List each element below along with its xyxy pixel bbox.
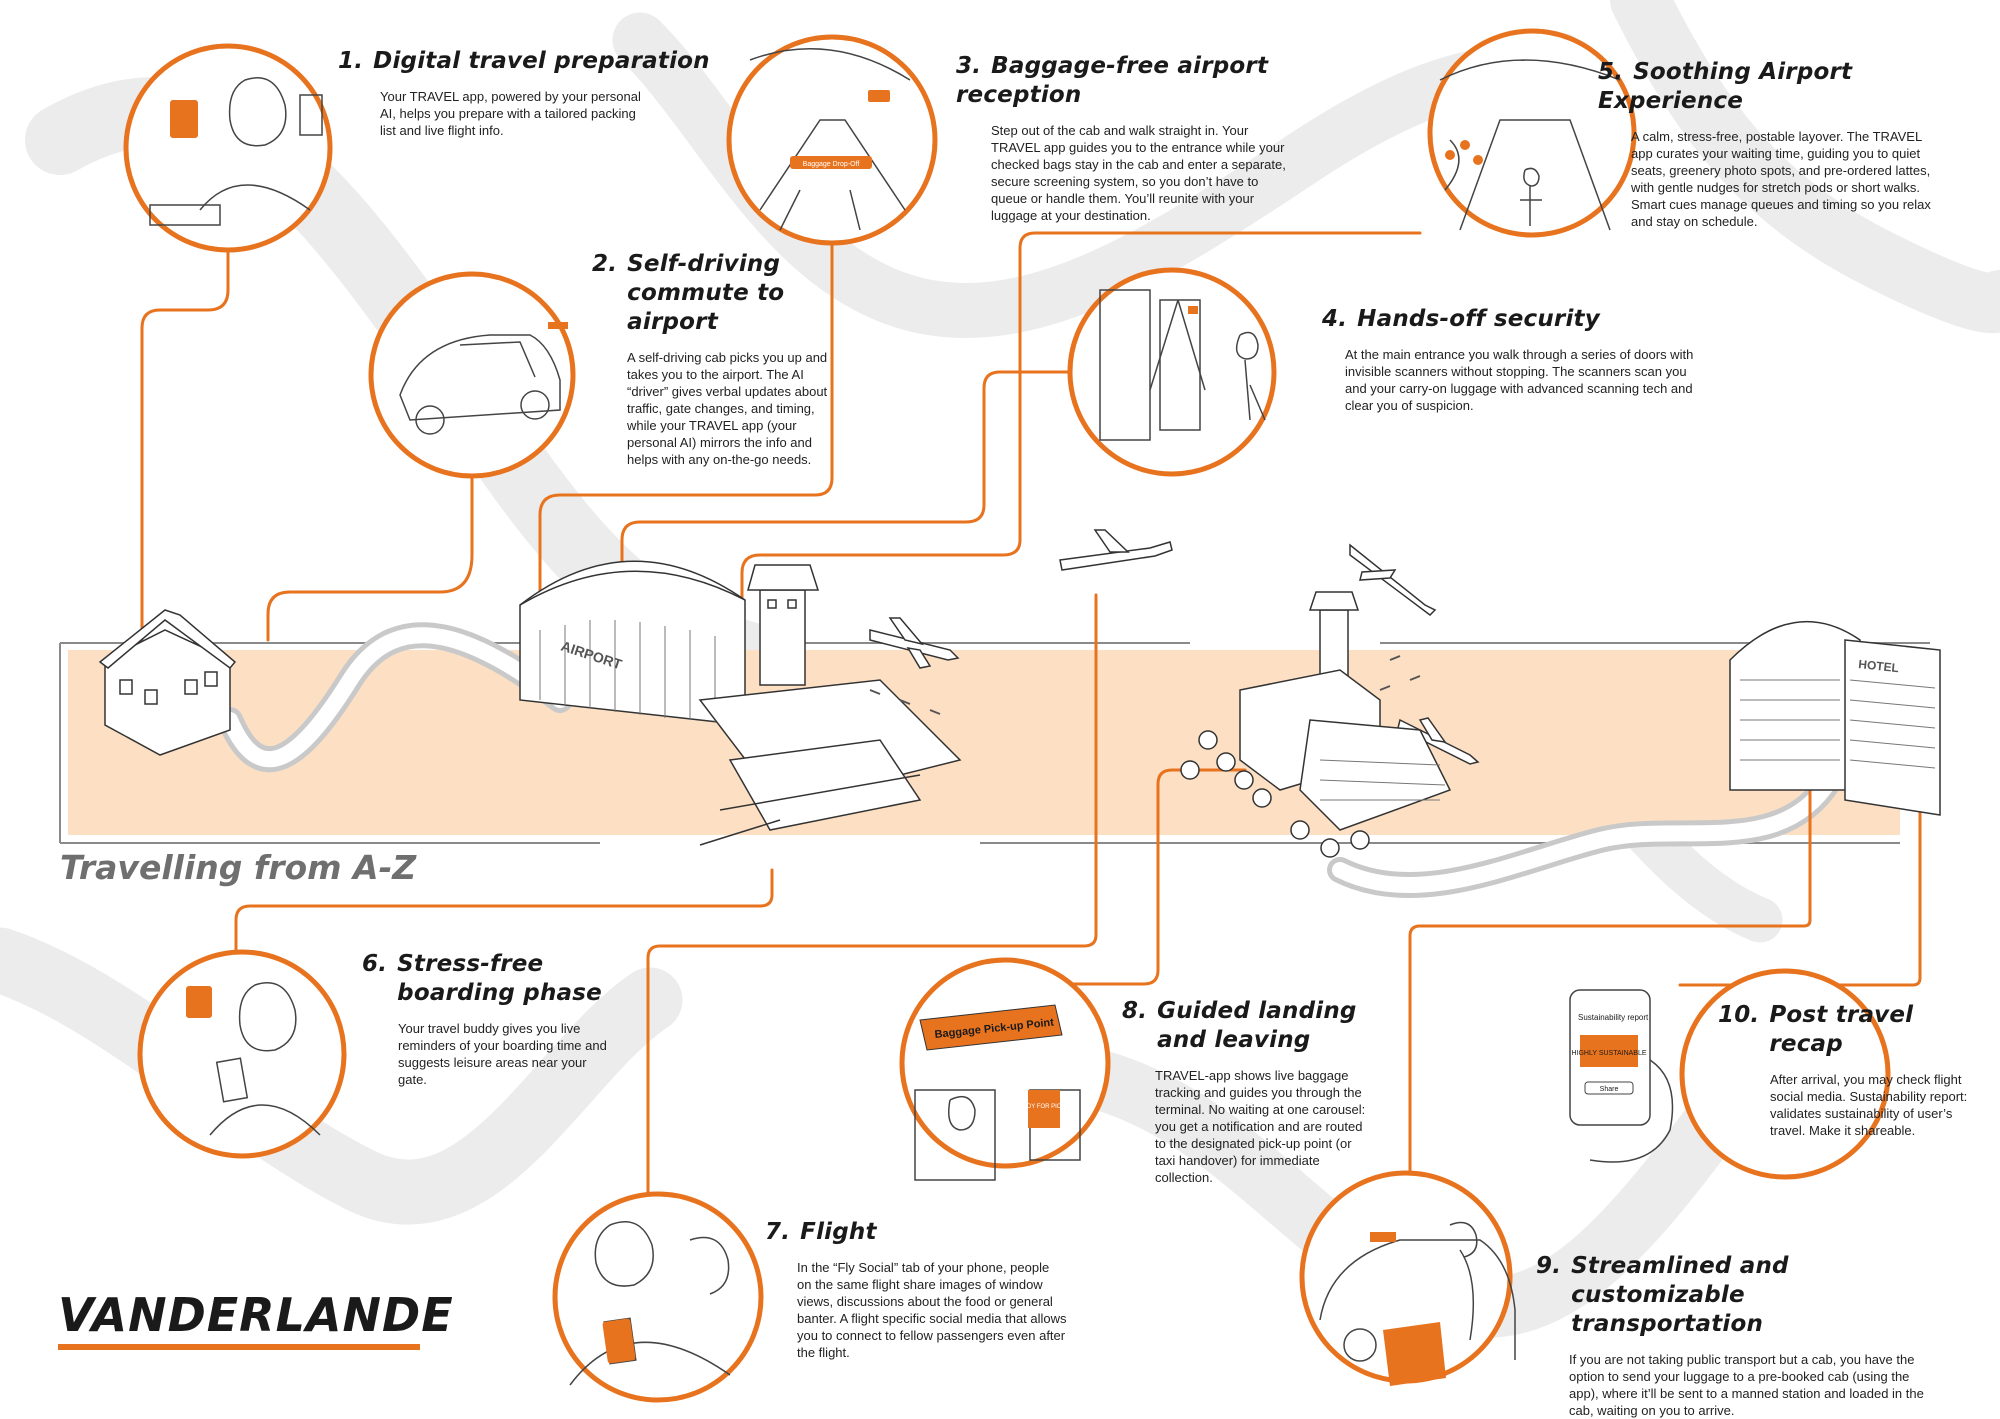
- step-title: 6. Stress-free boarding phase: [362, 950, 642, 1008]
- step-heading: Soothing Airport Experience: [1598, 59, 1853, 114]
- destination-airport: [1180, 591, 1452, 858]
- step-heading: Flight: [800, 1219, 877, 1245]
- svg-text:Share: Share: [1600, 1086, 1619, 1093]
- svg-text:Baggage Drop-Off: Baggage Drop-Off: [803, 161, 860, 168]
- step-number: 4.: [1322, 306, 1348, 332]
- step-description: Your TRAVEL app, powered by your persona…: [380, 89, 641, 138]
- step-4: 4. Hands-off security At the main entranc…: [1322, 305, 1762, 414]
- step-description: In the “Fly Social” tab of your phone, p…: [797, 1260, 1067, 1360]
- step-title: 7. Flight: [765, 1218, 1065, 1247]
- step-number: 8.: [1122, 998, 1148, 1024]
- hotel-sign: HOTEL: [1858, 657, 1900, 675]
- step-description: A calm, stress-free, postable layover. T…: [1631, 129, 1931, 229]
- step-heading: Digital travel preparation: [373, 48, 710, 74]
- sustainability-report-screen: Sustainability report HIGHLY SUSTAINABLE…: [1571, 1013, 1649, 1095]
- step-title: 8. Guided landing and leaving: [1122, 997, 1382, 1055]
- step-6: 6. Stress-free boarding phase Your travel…: [362, 950, 642, 1088]
- step-number: 2.: [592, 251, 618, 277]
- step-description: After arrival, you may check flight soci…: [1770, 1072, 1968, 1138]
- step-number: 1.: [338, 48, 364, 74]
- road: [217, 622, 1843, 898]
- step-heading: Guided landing and leaving: [1157, 998, 1357, 1053]
- house: [98, 609, 237, 756]
- step-heading: Hands-off security: [1357, 306, 1600, 332]
- step-10: 10. Post travel recap After arrival, you …: [1718, 1001, 1988, 1139]
- step-8: 8. Guided landing and leaving TRAVEL-app …: [1122, 997, 1382, 1186]
- step-title: 10. Post travel recap: [1718, 1001, 1988, 1059]
- step-heading: Self-driving commute to airport: [627, 251, 785, 335]
- svg-text:Sustainability report: Sustainability report: [1578, 1013, 1649, 1022]
- step-5: 5.Soothing Airport Experience A calm, st…: [1598, 58, 1998, 230]
- circle-accents: [170, 90, 1483, 1386]
- step-title: 5.Soothing Airport Experience: [1598, 58, 1998, 116]
- step-number: 5.: [1598, 59, 1624, 85]
- step-description: If you are not taking public transport b…: [1569, 1352, 1924, 1418]
- brand-wordmark: VANDERLANDE: [58, 1288, 454, 1342]
- step-number: 6.: [362, 951, 388, 977]
- route-connectors: [140, 231, 1922, 1197]
- pickup-sign: Baggage Pick-up Point: [919, 1004, 1063, 1051]
- step-heading: Streamlined and customizable transportat…: [1571, 1253, 1789, 1337]
- step-title: 1. Digital travel preparation: [338, 47, 718, 76]
- drop-off-sign: Baggage Drop-Off: [790, 156, 872, 169]
- step-heading: Post travel recap: [1769, 1002, 1914, 1057]
- step-description: At the main entrance you walk through a …: [1345, 347, 1694, 413]
- svg-text:READY FOR PICKUP: READY FOR PICKUP: [1015, 1104, 1074, 1110]
- step-title: 9. Streamlined and customizable transport…: [1536, 1252, 1956, 1339]
- step-1: 1. Digital travel preparation Your TRAVEL…: [338, 47, 718, 139]
- step-2: 2. Self-driving commute to airport A self…: [592, 250, 852, 468]
- step-number: 3.: [956, 53, 982, 79]
- hotel: HOTEL: [1729, 620, 1941, 816]
- brand-logo: VANDERLANDE: [58, 1288, 454, 1350]
- step-title: 2. Self-driving commute to airport: [592, 250, 852, 337]
- step-title: 3.Baggage-free airport reception: [956, 52, 1376, 110]
- step-heading: Stress-free boarding phase: [397, 951, 602, 1006]
- step-description: TRAVEL-app shows live baggage tracking a…: [1155, 1068, 1366, 1185]
- step-9: 9. Streamlined and customizable transport…: [1536, 1252, 1956, 1419]
- step-circles: [123, 28, 1891, 1403]
- brand-underline: [58, 1344, 420, 1350]
- step-description: Your travel buddy gives you live reminde…: [398, 1021, 607, 1087]
- airport-terminal: AIRPORT: [519, 560, 962, 846]
- step-number: 10.: [1718, 1002, 1760, 1028]
- runway-dashes: [869, 655, 1421, 715]
- journey-band: [68, 650, 1900, 835]
- step-heading: Baggage-free airport reception: [956, 53, 1269, 108]
- ready-sign: READY FOR PICKUP: [1015, 1090, 1074, 1128]
- circle-sketches: [149, 48, 1674, 1386]
- step-7: 7. Flight In the “Fly Social” tab of your…: [765, 1218, 1067, 1361]
- page-title: Travelling from A-Z: [60, 848, 417, 887]
- planes: [869, 529, 1480, 765]
- step-title: 4. Hands-off security: [1322, 305, 1762, 334]
- step-description: A self-driving cab picks you up and take…: [627, 350, 828, 467]
- step-description: Step out of the cab and walk straight in…: [991, 123, 1286, 223]
- step-number: 9.: [1536, 1253, 1562, 1279]
- svg-text:HIGHLY SUSTAINABLE: HIGHLY SUSTAINABLE: [1571, 1050, 1646, 1057]
- step-3: 3.Baggage-free airport reception Step ou…: [956, 52, 1376, 224]
- step-number: 7.: [765, 1219, 791, 1245]
